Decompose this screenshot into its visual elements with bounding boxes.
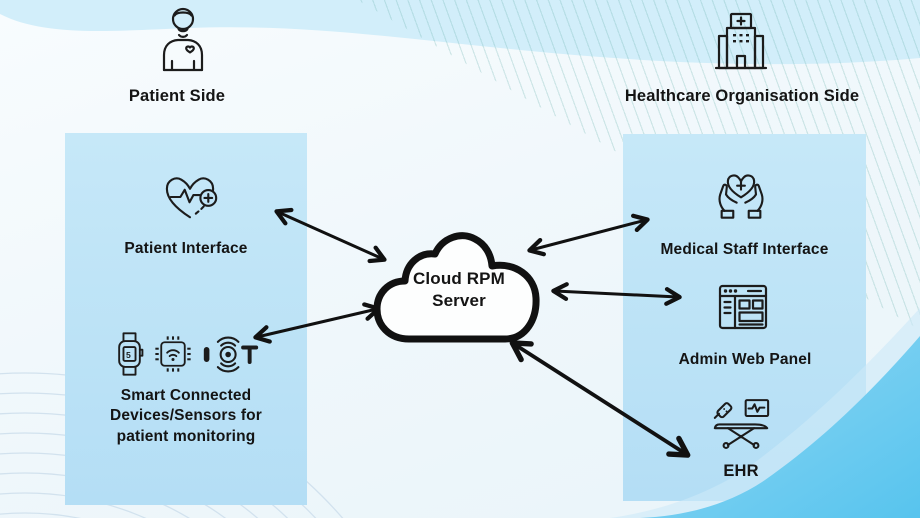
- person-heart-icon: [162, 7, 204, 72]
- healthcare-side-header: Healthcare Organisation Side: [624, 87, 860, 105]
- hospital-building-icon: [714, 12, 768, 70]
- patient-side-header: Patient Side: [128, 87, 226, 105]
- smart-devices-icon-row: 5: [114, 329, 260, 379]
- chip-wifi-icon: [155, 336, 191, 372]
- heart-pulse-plus-icon: [165, 177, 218, 219]
- smart-devices-label: Smart Connected Devices/Sensors for pati…: [110, 387, 262, 445]
- bottom-left-arcs-decoration: [0, 372, 344, 518]
- admin-web-panel-label: Admin Web Panel: [678, 351, 812, 368]
- cloud-rpm-server-label: Cloud RPM Server: [412, 269, 505, 310]
- smartwatch-icon: 5: [118, 332, 144, 376]
- browser-window-icon: [718, 284, 768, 330]
- ehr-label: EHR: [723, 462, 759, 480]
- medical-staff-interface-label: Medical Staff Interface: [660, 241, 829, 258]
- hands-heart-cross-icon: [718, 174, 764, 219]
- patient-interface-label: Patient Interface: [124, 240, 248, 257]
- bottom-right-wave: [610, 308, 920, 518]
- iot-icon: [203, 336, 259, 372]
- top-wave-band: [0, 0, 920, 65]
- hospital-bed-monitor-icon: [713, 399, 770, 449]
- svg-text:5: 5: [126, 350, 131, 360]
